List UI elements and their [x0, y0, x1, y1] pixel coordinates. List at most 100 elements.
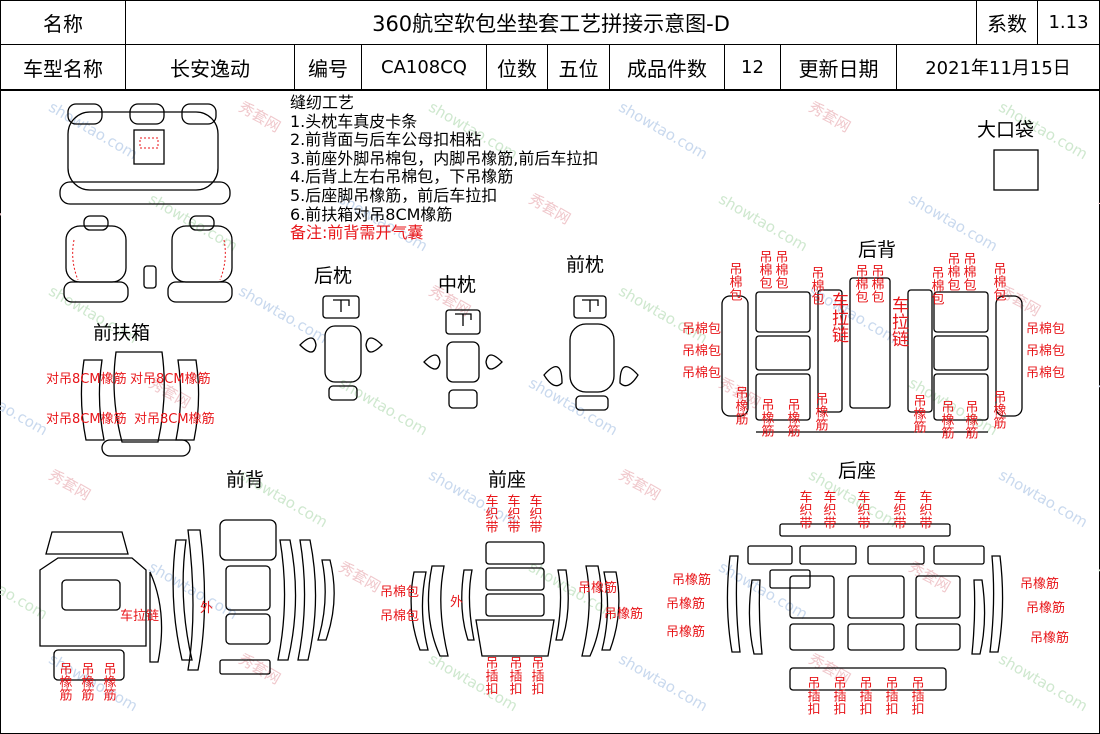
watermark-text: showtao.com: [46, 98, 141, 163]
rear-seat-elastic-1: 吊橡筋: [672, 572, 711, 588]
rear-back-elastic-6: 吊橡筋: [939, 400, 955, 439]
spec-header-table: 名称 360航空软包坐垫套工艺拼接示意图-D 系数 1.13 车型名称 长安逸动…: [0, 0, 1100, 90]
rear-back-cotton-vertical-5: 吊棉包: [853, 264, 869, 303]
seat-overview: [59, 103, 233, 303]
big-bag-label: 大口袋: [977, 119, 1034, 141]
note-item-4: 4.后背上左右吊棉包，下吊橡筋: [290, 167, 514, 187]
front-headrest-pieces: [543, 295, 639, 411]
rear-back-cotton-vertical-3: 吊棉包: [773, 250, 789, 289]
rear-back-cotton-vertical-4: 吊棉包: [809, 266, 825, 305]
watermark-text: 秀套网: [1096, 190, 1100, 228]
rear-seat-pieces: [726, 523, 1004, 691]
rear-back-pieces: [721, 277, 1023, 433]
front-seat-annotations: 车织带 车织带 车织带 吊棉包 吊棉包 外 吊橡筋 吊橡筋 吊插扣 吊插扣 吊插…: [380, 493, 643, 695]
watermark-text: showtao.com: [616, 650, 711, 715]
watermark-text: showtao.com: [996, 650, 1091, 715]
code-value: CA108CQ: [361, 44, 487, 90]
rear-back-elastic-5: 吊橡筋: [911, 394, 927, 433]
front-seat-strap-3: 车织带: [527, 493, 543, 533]
front-seat-cotton-2: 吊棉包: [380, 609, 419, 624]
watermark-text: showtao.com: [236, 282, 331, 347]
rear-seat-strap-2: 车织带: [821, 489, 837, 529]
rear-seat-strap-1: 车织带: [797, 489, 813, 529]
watermark-text: showtao.com: [996, 466, 1091, 531]
front-back-zipper-note: 车拉链: [120, 608, 159, 624]
middle-headrest-label: 中枕: [438, 274, 476, 296]
note-item-6: 6.前扶箱对吊8CM橡筋: [290, 204, 453, 224]
front-back-annotations: 车拉链 外 吊橡筋 吊橡筋 吊橡筋: [57, 601, 214, 701]
model-label: 车型名称: [0, 44, 126, 90]
rear-back-label: 后背: [858, 239, 896, 261]
rear-back-zipper-left: 车拉链: [828, 292, 849, 343]
middle-headrest-pieces: [423, 309, 503, 409]
armrest-elastic-note-1: 对吊8CM橡筋: [46, 371, 127, 387]
watermark-text: 秀套网: [46, 466, 94, 504]
watermark-text: showtao.com: [336, 374, 431, 439]
front-headrest-label: 前枕: [566, 254, 604, 276]
rear-seat-buckle-3: 吊插扣: [857, 676, 873, 715]
rear-seat-elastic-4: 吊橡筋: [1020, 576, 1059, 592]
armrest-annotations: 对吊8CM橡筋 对吊8CM橡筋 对吊8CM橡筋 对吊8CM橡筋: [46, 371, 215, 427]
rear-back-cotton-note-2: 吊棉包: [682, 344, 721, 359]
watermark-text: showtao.com: [146, 190, 241, 255]
front-seat-strap-1: 车织带: [483, 493, 499, 533]
rear-seat-buckle-1: 吊插扣: [805, 676, 821, 715]
big-bag-piece: [993, 149, 1039, 191]
rear-back-elastic-8: 吊橡筋: [991, 390, 1007, 429]
watermark-text: showtao.com: [0, 374, 51, 439]
rear-back-cotton-vertical-9: 吊棉包: [961, 252, 977, 291]
rear-seat-elastic-3: 吊橡筋: [666, 624, 705, 640]
seats-label: 位数: [486, 44, 548, 90]
rear-seat-strap-5: 车织带: [917, 489, 933, 529]
pieces-label: 成品件数: [609, 44, 725, 90]
rear-seat-label: 后座: [838, 460, 876, 482]
notes-title: 缝纫工艺: [290, 93, 355, 112]
rear-headrest-pieces: [299, 295, 383, 401]
front-back-outer-note: 外: [200, 601, 213, 616]
rear-seat-buckle-2: 吊插扣: [831, 676, 847, 715]
front-back-elastic-3: 吊橡筋: [101, 662, 117, 701]
front-armrest-label: 前扶箱: [93, 322, 150, 344]
rear-back-cotton-vertical-1: 吊棉包: [727, 262, 743, 301]
watermark-text: showtao.com: [616, 98, 711, 163]
coefficient-value: 1.13: [1037, 0, 1100, 45]
front-seat-elastic-2: 吊橡筋: [604, 606, 643, 622]
watermark-text: showtao.com: [1096, 558, 1100, 623]
front-seat-cotton-1: 吊棉包: [380, 585, 419, 600]
rear-back-zipper-right: 车拉链: [888, 296, 909, 347]
front-seat-elastic-1: 吊橡筋: [578, 580, 617, 596]
note-item-2: 2.前背面与后车公母扣相粘: [290, 130, 482, 150]
rear-back-cotton-note-5: 吊棉包: [1026, 344, 1065, 359]
front-seat-strap-2: 车织带: [505, 493, 521, 533]
front-seat-outer-note: 外: [450, 595, 463, 610]
rear-back-cotton-vertical-8: 吊棉包: [945, 252, 961, 291]
rear-back-annotations: 吊棉包 吊棉包 吊棉包 吊棉包 吊棉包 吊棉包 吊棉包 吊棉包 吊棉包 吊棉包 …: [682, 250, 1065, 439]
coefficient-label: 系数: [976, 0, 1038, 45]
code-label: 编号: [294, 44, 362, 90]
rear-back-cotton-note-3: 吊棉包: [682, 366, 721, 381]
rear-back-elastic-2: 吊橡筋: [759, 398, 775, 437]
rear-seat-strap-4: 车织带: [891, 489, 907, 529]
name-label: 名称: [0, 0, 126, 45]
rear-headrest-label: 后枕: [314, 265, 352, 287]
seats-value: 五位: [547, 44, 610, 90]
notes-remark: 备注:前背需开气囊: [290, 223, 424, 243]
front-seat-buckle-3: 吊插扣: [529, 656, 545, 695]
watermark-text: 秀套网: [236, 650, 284, 688]
rear-seat-buckle-5: 吊插扣: [909, 676, 925, 715]
watermark-text: showtao.com: [716, 558, 811, 623]
rear-seat-elastic-5: 吊橡筋: [1026, 600, 1065, 616]
rear-back-elastic-3: 吊橡筋: [785, 398, 801, 437]
rear-back-cotton-vertical-10: 吊棉包: [991, 262, 1007, 301]
rear-seat-strap-3: 车织带: [855, 489, 871, 529]
watermark-text: showtao.com: [716, 190, 811, 255]
front-armrest-pieces: [80, 351, 200, 457]
watermark-text: showtao.com: [906, 190, 1001, 255]
pieces-value: 12: [724, 44, 781, 90]
rear-back-cotton-note-4: 吊棉包: [1026, 322, 1065, 337]
rear-back-elastic-4: 吊橡筋: [813, 392, 829, 431]
rear-back-elastic-1: 吊橡筋: [733, 386, 749, 425]
armrest-elastic-note-4: 对吊8CM橡筋: [134, 411, 215, 427]
rear-back-cotton-vertical-7: 吊棉包: [929, 266, 945, 305]
